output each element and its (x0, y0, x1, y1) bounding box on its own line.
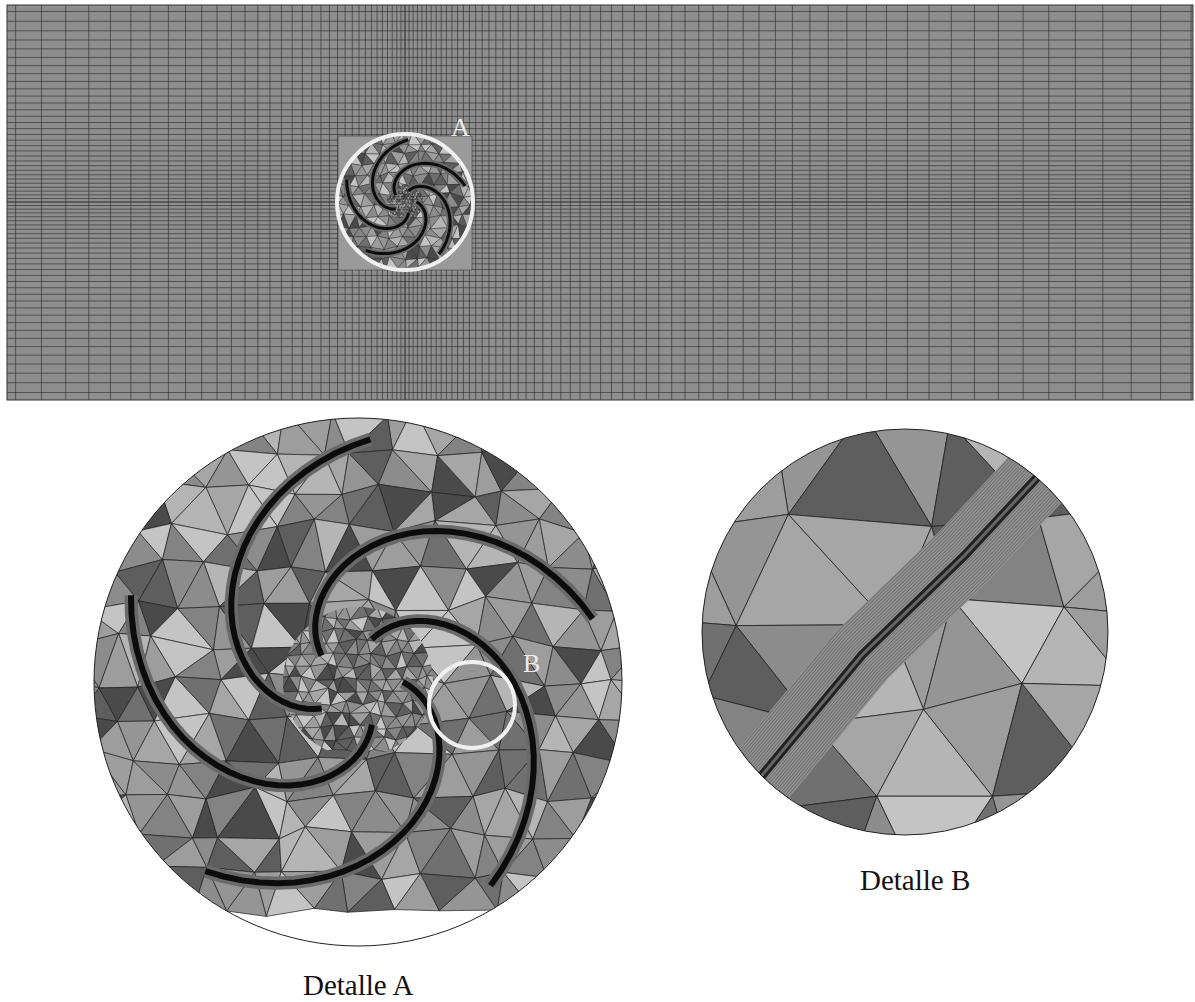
blade-mesh-zoom (578, 299, 1195, 912)
detail-outline (702, 429, 1108, 835)
rotor-mesh (323, 120, 502, 270)
rotor-blade (409, 186, 451, 254)
rotor-blade (231, 439, 370, 709)
detail-outline (94, 418, 622, 946)
domain-background (7, 5, 1193, 400)
blade-boundary-layer (372, 621, 534, 886)
blade-boundary-layer (231, 439, 370, 709)
rotor-blade (315, 531, 592, 655)
rotor-blade (131, 595, 372, 785)
blade-boundary-layer (315, 531, 592, 655)
detail-callout: B (523, 649, 540, 679)
detail-caption: Detalle A (303, 969, 413, 1002)
blade-boundary-layer (131, 595, 372, 785)
detail-circle-a (337, 134, 473, 270)
structured-grid (7, 5, 1193, 400)
detail-callout: A (451, 113, 470, 143)
detail-circle-b (429, 662, 515, 748)
rotor-blade (372, 621, 534, 886)
boundary-layer (676, 386, 1123, 873)
blade-boundary-layer (409, 186, 451, 254)
detail-caption: Detalle B (860, 864, 970, 897)
